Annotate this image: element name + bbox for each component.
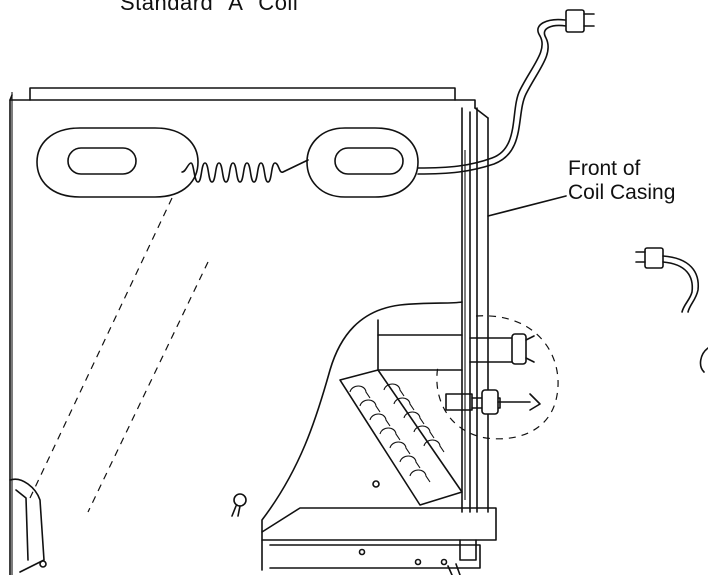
callout-line-1: Front of <box>568 157 641 180</box>
callout-line-2: Coil Casing <box>568 181 676 204</box>
front-of-coil-casing-label: Front of Coil Casing <box>568 157 675 205</box>
diagram-title: Standard "A" Coil <box>120 0 299 15</box>
cabinet-outline <box>9 87 476 576</box>
left-bracket <box>9 478 47 573</box>
upper-wire-plug <box>417 9 595 175</box>
right-wire-plug <box>635 247 708 373</box>
screw-icon <box>231 493 247 517</box>
coil-ovals <box>36 127 419 198</box>
detail-circle <box>436 315 559 440</box>
callout-leader <box>487 195 567 217</box>
cutaway-coil <box>261 301 497 576</box>
hidden-lines <box>29 197 209 513</box>
front-casing-panel <box>461 107 489 513</box>
